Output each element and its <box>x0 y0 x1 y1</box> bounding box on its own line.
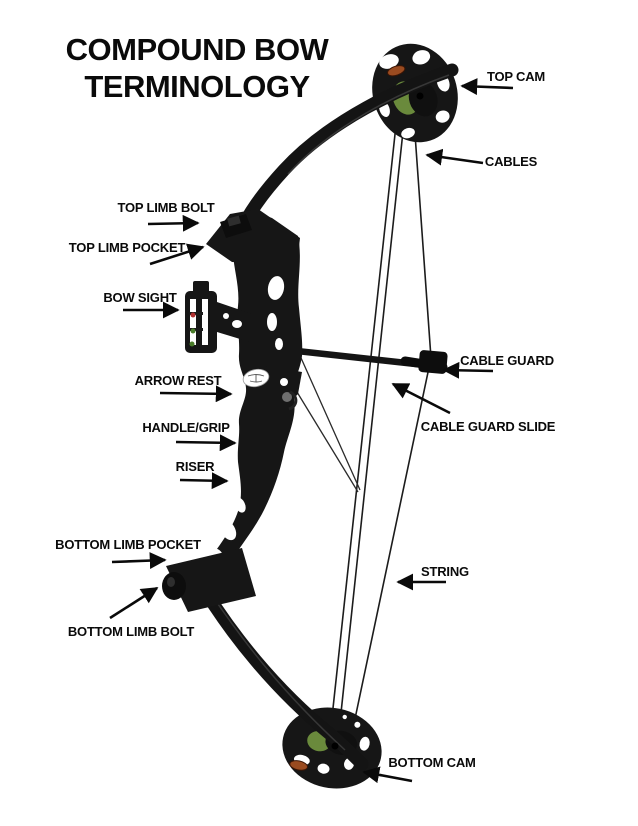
riser-graphic <box>205 216 303 595</box>
label-arrow-rest: ARROW REST <box>135 373 222 388</box>
arrow-bottom-limb-bolt <box>109 586 159 620</box>
string-line <box>347 119 432 753</box>
brand-logo <box>242 368 270 388</box>
label-bottom-limb-bolt: BOTTOM LIMB BOLT <box>68 624 195 639</box>
cable-line-1 <box>329 124 397 737</box>
arrow-arrow-rest <box>159 385 233 403</box>
top-cam-orange-decal <box>387 65 406 77</box>
bow-sight-graphic <box>185 281 255 353</box>
cable-guard-slide-graphic <box>418 350 448 374</box>
label-top-limb-bolt: TOP LIMB BOLT <box>117 200 214 215</box>
rest-cord-line-2 <box>296 391 359 493</box>
cable-line-2 <box>337 121 405 742</box>
bottom-limb-pocket-graphic <box>162 548 256 612</box>
page-title-line2: TERMINOLOGY <box>84 69 310 104</box>
arrow-bottom-cam <box>362 766 413 784</box>
arrow-top-limb-bolt <box>147 214 200 232</box>
label-bottom-limb-pocket: BOTTOM LIMB POCKET <box>55 537 201 552</box>
bottom-cam-graphic <box>282 707 382 789</box>
page-title-line1: COMPOUND BOW <box>66 32 330 67</box>
label-top-limb-pocket: TOP LIMB POCKET <box>69 240 186 255</box>
bottom-limb-bolt-graphic <box>162 572 186 600</box>
arrow-top-cam <box>460 78 514 96</box>
bottom-cam-orange-decal <box>289 760 308 771</box>
sight-pin-green-2 <box>189 341 195 347</box>
arrow-cable-guard <box>442 361 494 379</box>
callout-arrows <box>109 78 514 784</box>
arrow-bottom-limb-pocket <box>111 552 167 570</box>
label-bottom-cam: BOTTOM CAM <box>388 755 475 770</box>
arrow-handle-grip <box>175 434 237 452</box>
label-riser: RISER <box>176 459 216 474</box>
top-limb-pocket-graphic <box>206 209 300 264</box>
label-cables: CABLES <box>485 154 538 169</box>
label-bow-sight: BOW SIGHT <box>103 290 177 305</box>
string-and-cables <box>288 119 432 753</box>
bottom-limb-graphic <box>189 569 369 771</box>
arrow-riser <box>179 472 229 490</box>
label-handle-grip: HANDLE/GRIP <box>142 420 230 435</box>
arrow-rest-graphic <box>266 366 302 411</box>
arrow-cable-guard-slide <box>391 382 451 415</box>
label-top-cam: TOP CAM <box>487 69 545 84</box>
label-cable-guard-slide: CABLE GUARD SLIDE <box>421 419 556 434</box>
sight-pin-green <box>190 328 196 334</box>
arrow-cables <box>425 148 484 166</box>
cable-guard-graphic <box>293 347 448 374</box>
label-cable-guard: CABLE GUARD <box>460 353 554 368</box>
label-string: STRING <box>421 564 469 579</box>
arrow-top-limb-pocket <box>149 243 205 266</box>
callout-labels: TOP LIMB BOLT TOP LIMB POCKET BOW SIGHT … <box>55 69 556 770</box>
top-cam-graphic <box>372 43 458 143</box>
sight-pin-red <box>190 312 196 318</box>
